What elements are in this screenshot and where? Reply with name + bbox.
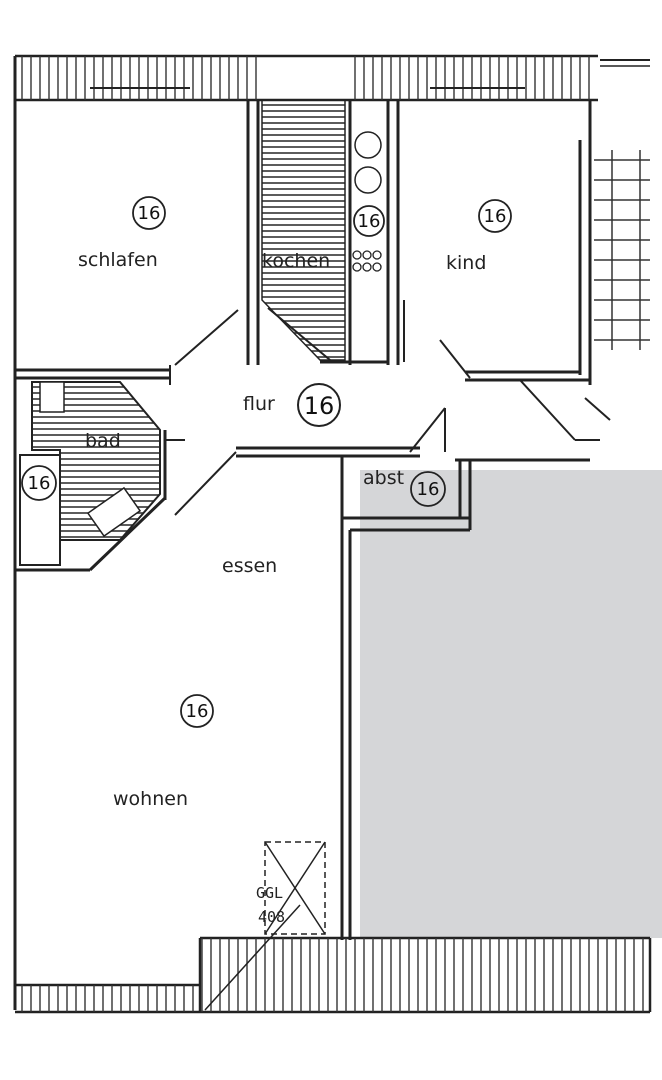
stair-hatch (594, 150, 650, 350)
room-label-abst: abst (363, 467, 404, 489)
svg-text:16: 16 (28, 473, 51, 494)
room-number-bad: 16 (21, 465, 57, 501)
room-number-flur: 16 (297, 383, 341, 427)
room-label-kind: kind (446, 252, 486, 274)
room-number-kochen: 16 (353, 205, 385, 237)
door-swings (165, 300, 611, 516)
kochen-floor (261, 99, 382, 361)
walls (13, 56, 592, 1010)
room-number-wohnen: 16 (180, 694, 214, 728)
svg-text:16: 16 (417, 479, 440, 500)
room-label-essen: essen (222, 555, 277, 577)
top-wall (15, 54, 650, 102)
balcony-door (204, 841, 326, 1011)
svg-text:16: 16 (186, 701, 209, 722)
svg-text:16: 16 (304, 392, 335, 420)
room-number-kind: 16 (478, 199, 512, 233)
svg-text:16: 16 (138, 203, 161, 224)
room-label-flur: flur (243, 393, 275, 415)
room-label-schlafen: schlafen (78, 249, 158, 271)
stove-burner (354, 166, 382, 194)
redacted-area (360, 470, 662, 938)
annotation-ggl-number: 408 (258, 908, 285, 926)
room-number-schlafen: 16 (132, 196, 166, 230)
room-label-bad: bad (85, 430, 121, 452)
annotation-ggl: GGL (256, 884, 283, 902)
room-label-kochen: kochen (262, 250, 330, 272)
stove-burner (354, 131, 382, 159)
bottom-wall (15, 936, 652, 1014)
room-label-wohnen: wohnen (113, 788, 188, 810)
svg-text:16: 16 (484, 206, 507, 227)
room-number-abst: 16 (410, 471, 446, 507)
svg-text:16: 16 (358, 211, 381, 232)
